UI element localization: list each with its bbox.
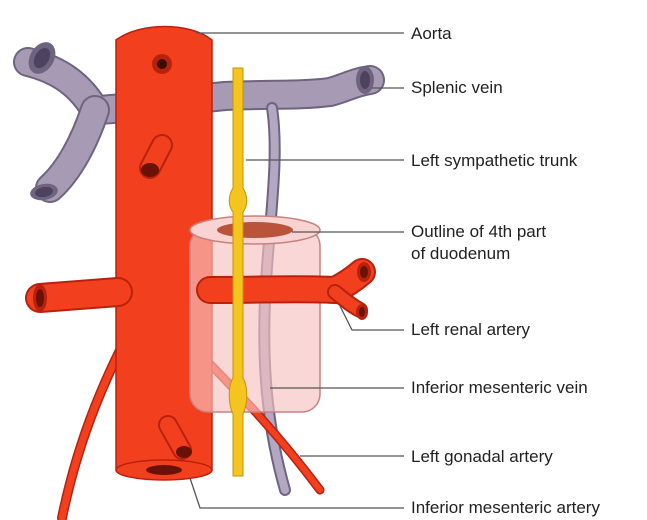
label-sympathetic-trunk: Left sympathetic trunk bbox=[411, 151, 577, 171]
aorta bbox=[33, 27, 212, 481]
label-splenic-vein: Splenic vein bbox=[411, 78, 503, 98]
label-ima: Inferior mesenteric artery bbox=[411, 498, 600, 518]
duodenum-outline bbox=[190, 216, 320, 412]
leader-ima bbox=[190, 478, 404, 508]
label-duodenum-line2: of duodenum bbox=[411, 244, 510, 264]
label-aorta: Aorta bbox=[411, 24, 452, 44]
label-duodenum-line1: Outline of 4th part bbox=[411, 222, 546, 242]
label-imv: Inferior mesenteric vein bbox=[411, 378, 588, 398]
label-gonadal-artery: Left gonadal artery bbox=[411, 447, 553, 467]
label-renal-artery: Left renal artery bbox=[411, 320, 530, 340]
